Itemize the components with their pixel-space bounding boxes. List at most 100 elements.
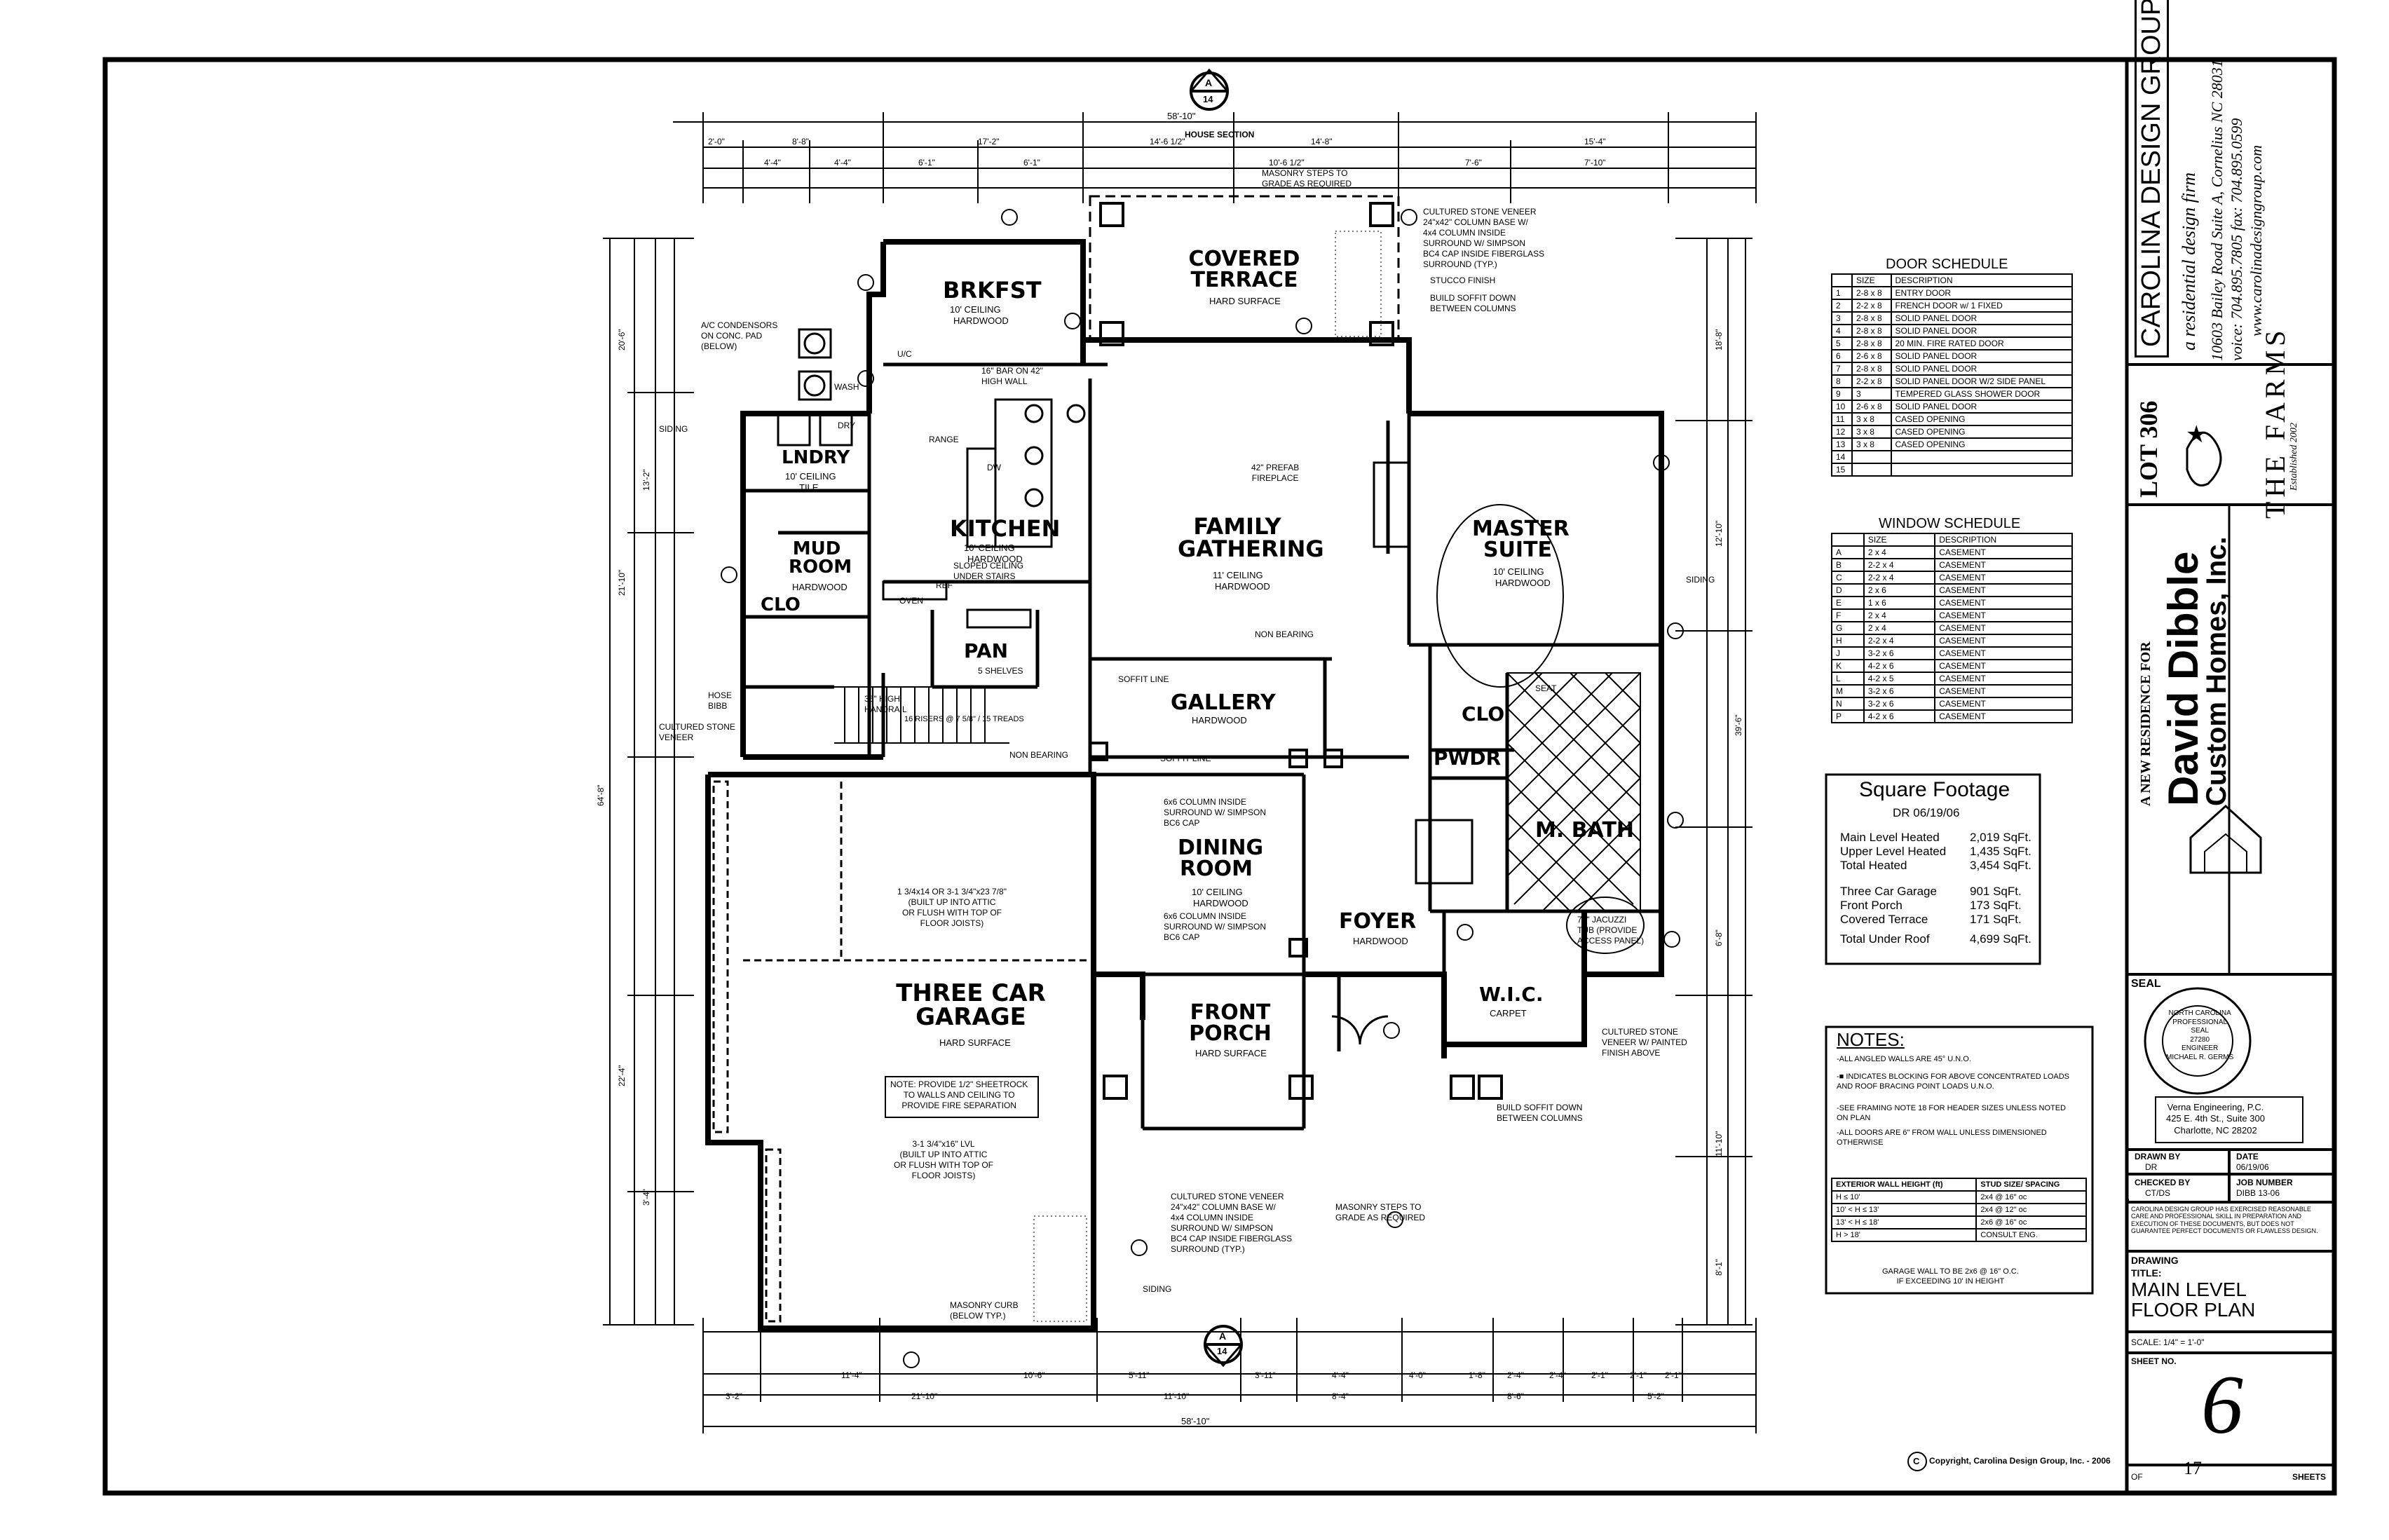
ref-label: REF [936,580,953,590]
table-cell: CASEMENT [1934,672,2073,686]
room-wic-note: CARPET [1490,1008,1527,1018]
client-subtitle: Custom Homes, Inc. [2201,536,2232,806]
table-row: H > 18'CONSULT ENG. [1830,1228,2087,1242]
window-table-header-cell: DESCRIPTION [1934,533,2073,547]
table-cell: 3 x 8 [1851,437,1892,451]
dim-top-4: 14'-6 1/2" [1150,137,1185,146]
table-cell: TEMPERED GLASS SHOWER DOOR [1890,387,2073,401]
table-cell: 20 MIN. FIRE RATED DOOR [1890,336,2073,350]
table-cell: 11 [1831,412,1853,426]
table-cell: SOLID PANEL DOOR [1890,349,2073,363]
soffit-line-label-1: SOFFIT LINE [1118,674,1169,684]
table-cell: 3-2 x 6 [1863,684,1936,698]
dim-right-1: 39'-6" [1734,714,1743,736]
stucco-finish-label: STUCCO FINISH [1430,275,1496,285]
dim-right-6: 8'-1" [1714,1259,1724,1276]
table-cell: K [1831,659,1865,673]
hose-bibb-label: HOSE BIBB [708,690,733,711]
sheet-no-label: SHEET NO. [2131,1356,2177,1366]
lot-number: LOT 306 [2135,400,2163,498]
table-cell [1890,463,2073,477]
table-cell: CASEMENT [1934,659,2073,673]
room-dining-room-note1: 10' CEILING [1192,887,1243,897]
dim-left-6: 3'-4" [641,1189,651,1206]
seal-label: SEAL [2131,978,2161,990]
dim-top-10: 6'-1" [1023,158,1040,168]
table-cell: 2-6 x 8 [1851,400,1892,414]
room-dining-room-name: DINING ROOM [1178,836,1264,881]
table-cell: 2-8 x 8 [1851,286,1892,300]
table-cell: 1 x 6 [1863,596,1936,610]
square-footage-item-value: 4,699 SqFt. [1970,932,2031,946]
dim-bottom-10: 3'-11" [1255,1370,1276,1380]
table-cell: CASEMENT [1934,583,2073,597]
dim-bottom-6: 5'-2" [1647,1391,1664,1401]
room-kitchen-name: KITCHEN [950,515,1061,542]
room-gallery-note: HARDWOOD [1192,715,1247,725]
room-laundry-name: LNDRY [782,447,850,468]
table-cell: 4-2 x 6 [1863,709,1936,723]
house-section-label: HOUSE SECTION [1185,130,1255,139]
table-cell: CASED OPENING [1890,425,2073,439]
table-cell: CASEMENT [1934,684,2073,698]
dim-top-2: 8'-8" [792,137,809,146]
table-cell: CASED OPENING [1890,437,2073,451]
table-cell: 8 [1831,374,1853,388]
drawing-title: MAIN LEVEL FLOOR PLAN [2131,1279,2256,1321]
stud-table-header-cell: EXTERIOR WALL HEIGHT (ft) [1830,1178,1978,1192]
table-cell: P [1831,709,1865,723]
room-pan-name: PAN [964,639,1009,662]
dim-bottom-8: 10'-6" [1023,1370,1045,1380]
table-cell: 2 x 4 [1863,545,1936,559]
sheets-label: SHEETS [2292,1472,2327,1482]
table-cell: 2-2 x 8 [1851,299,1892,313]
room-dining-room-note2: HARDWOOD [1193,898,1248,908]
square-footage-item-label: Covered Terrace [1840,913,1928,926]
dim-top-7: 4'-4" [764,158,781,168]
checked-by-value: CT/DS [2145,1188,2170,1198]
table-cell: B [1831,558,1865,572]
drawn-by-value: DR [2145,1162,2158,1172]
table-cell: 2-8 x 8 [1851,362,1892,376]
square-footage-item-value: 1,435 SqFt. [1970,845,2031,858]
room-clo-master-name: CLO [1462,702,1505,725]
table-cell: 14 [1831,450,1853,464]
dim-bottom-3: 11'-10" [1164,1391,1190,1401]
table-cell: 2x6 @ 16" oc [1975,1215,2087,1229]
dim-right-2: 18'-8" [1714,329,1724,350]
square-footage-item-label: Upper Level Heated [1840,845,1947,858]
table-cell: CASEMENT [1934,608,2073,622]
table-row: 15 [1831,463,2073,477]
table-cell: 2-2 x 4 [1863,571,1936,585]
table-cell: 7 [1831,362,1853,376]
table-row: 14 [1831,450,2073,464]
room-foyer-name: FOYER [1339,909,1417,934]
door-table-header-cell [1831,273,1853,287]
engineer-info: Verna Engineering, P.C.425 E. 4th St., S… [2166,1102,2265,1136]
table-cell: 2 x 4 [1863,608,1936,622]
room-covered-terrace-note: HARD SURFACE [1209,296,1281,306]
table-cell: CASEMENT [1934,545,2073,559]
room-three-car-garage-name: THREE CAR GARAGE [896,979,1046,1031]
room-front-porch-name: FRONT PORCH [1189,1000,1272,1046]
checked-by-label: CHECKED BY [2135,1178,2191,1187]
room-master-suite-name: MASTER SUITE [1472,517,1570,562]
table-row: 10' < H ≤ 13'2x4 @ 12" oc [1830,1203,2087,1217]
range-label: RANGE [929,435,959,444]
siding-bottom-label: SIDING [1143,1284,1172,1294]
firm-name: CAROLINA DESIGN GROUP [2135,0,2169,357]
firm-phone: voice: 704.895.7805 fax: 704.895.0599 [2228,118,2245,361]
square-footage-item-value: 171 SqFt. [1970,913,2022,926]
